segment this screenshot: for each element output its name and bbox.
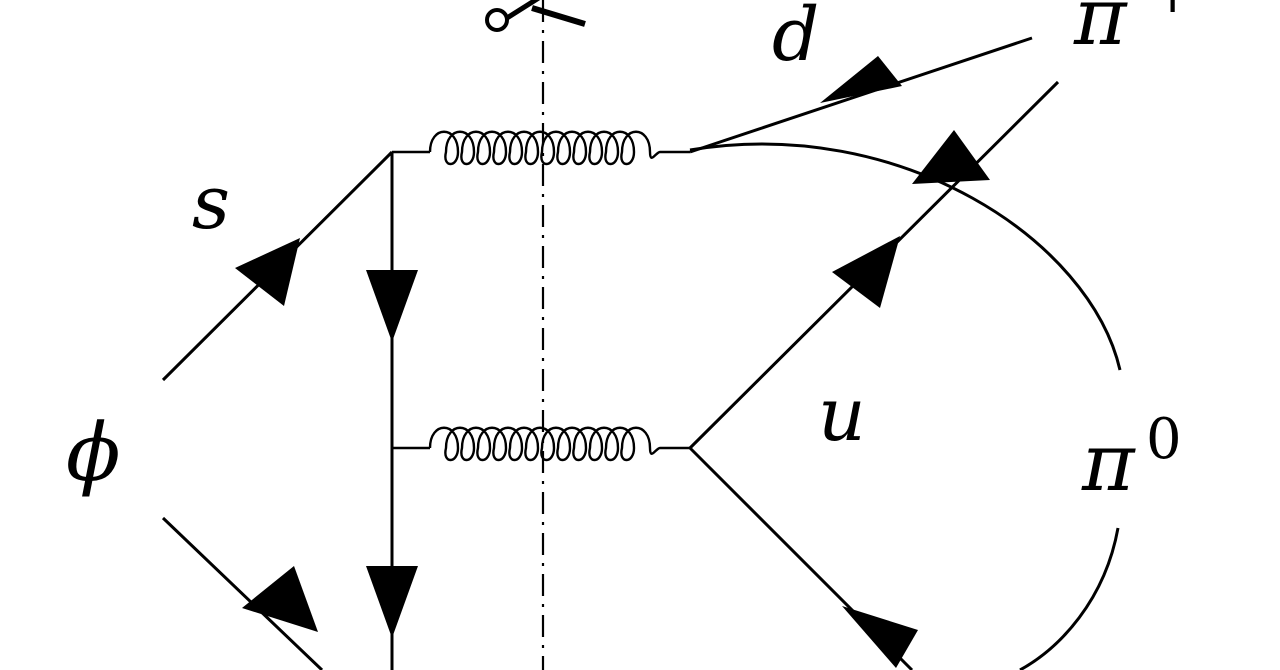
u-quark-arrow-lower — [832, 236, 900, 308]
upper-gluon — [428, 130, 661, 166]
d-quark-arrow — [820, 56, 902, 103]
scissors-icon — [485, 0, 586, 32]
label-pi-plus-sup: + — [1150, 0, 1195, 25]
label-phi: ϕ — [66, 406, 121, 499]
label-s: s — [192, 160, 230, 246]
lower-gluon — [428, 426, 661, 462]
antiquark-arrow — [242, 566, 318, 632]
vertical-quark-arrow-upper — [366, 270, 418, 342]
label-pi-plus: π — [1073, 0, 1128, 63]
u-quark-arrow-upper — [912, 130, 990, 184]
pi-zero-arc-upper — [689, 142, 1122, 371]
vertical-quark-arrow-lower — [366, 566, 418, 638]
pi-zero-arc-lower — [1019, 527, 1120, 670]
s-quark-arrow — [235, 238, 300, 306]
antiquark-line — [161, 516, 324, 670]
anti-u-quark-arrow — [842, 606, 918, 668]
label-pi-zero-sup: 0 — [1146, 407, 1182, 472]
label-pi-zero: π — [1081, 416, 1136, 509]
label-u: u — [818, 372, 866, 458]
d-quark-line — [689, 36, 1033, 154]
label-d: d — [772, 0, 819, 78]
